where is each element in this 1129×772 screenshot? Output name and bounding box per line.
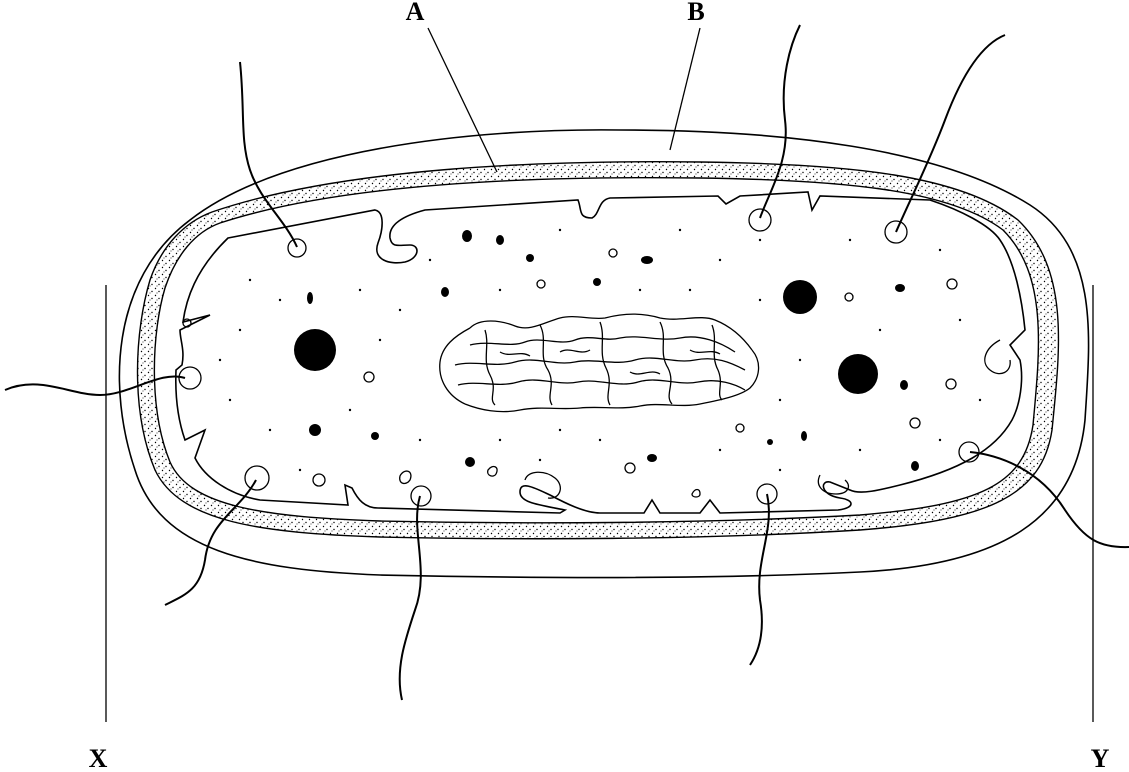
label-b: B [687, 0, 704, 26]
label-a: A [406, 0, 425, 26]
label-y: Y [1091, 744, 1110, 772]
label-a-pointer [428, 28, 497, 172]
cell-wall [138, 162, 1059, 539]
nucleoid [440, 314, 759, 411]
mesosome [985, 340, 1010, 374]
label-x: X [89, 744, 108, 772]
storage-granules [294, 230, 919, 471]
mesosome [525, 472, 560, 498]
